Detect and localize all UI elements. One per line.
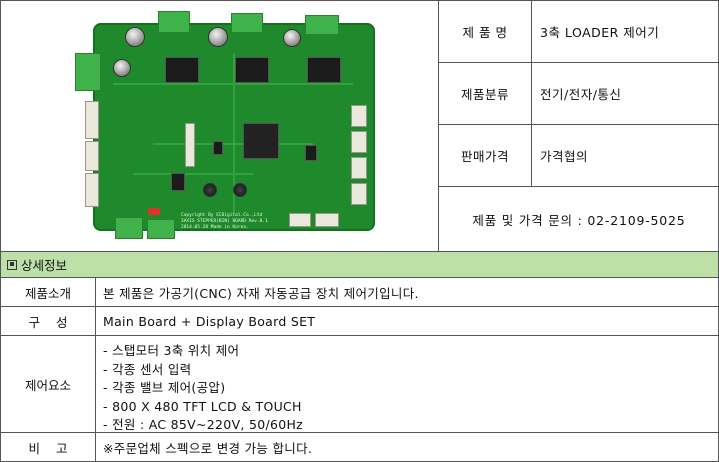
detail-section-header: 상세정보 bbox=[0, 251, 719, 278]
note-value: ※주문업체 스펙으로 변경 가능 합니다. bbox=[103, 440, 313, 456]
product-category-label: 제품분류 bbox=[439, 63, 532, 124]
control-elements-label: 제어요소 bbox=[1, 336, 96, 432]
intro-value: 본 제품은 가공기(CNC) 자재 자동공급 장치 제어기입니다. bbox=[103, 285, 419, 301]
product-name-value: 3축 LOADER 제어기 bbox=[540, 25, 660, 40]
list-item: - 전원 : AC 85V~220V, 50/60Hz bbox=[103, 417, 304, 432]
list-item: - 각종 센서 입력 bbox=[103, 361, 192, 377]
section-square-icon bbox=[7, 259, 17, 270]
list-item: - 각종 밸브 제어(공압) bbox=[103, 380, 226, 395]
intro-label: 제품소개 bbox=[1, 278, 96, 306]
config-row: 구 성 Main Board + Display Board SET bbox=[0, 307, 719, 336]
board-silkscreen-line1: Copyright By ECDigital.Co.,Ltd bbox=[181, 213, 263, 218]
product-name-row: 제 품 명 3축 LOADER 제어기 bbox=[439, 1, 719, 63]
product-price-value: 가격협의 bbox=[540, 149, 589, 164]
intro-row: 제품소개 본 제품은 가공기(CNC) 자재 자동공급 장치 제어기입니다. bbox=[0, 278, 719, 307]
control-elements-row: 제어요소 - 스탭모터 3축 위치 제어 - 각종 센서 입력 - 각종 밸브 … bbox=[0, 336, 719, 433]
product-name-label: 제 품 명 bbox=[439, 1, 532, 62]
note-row: 비 고 ※주문업체 스펙으로 변경 가능 합니다. bbox=[0, 433, 719, 462]
product-category-row: 제품분류 전기/전자/통신 bbox=[439, 63, 719, 125]
board-silkscreen-line2: 3AXIS STEPPER(BIN) BOARD Rev.0.1 bbox=[181, 219, 268, 224]
list-item: - 스탭모터 3축 위치 제어 bbox=[103, 343, 240, 358]
board-silkscreen-line3: 2014.05.20 Made in Korea. bbox=[181, 225, 249, 230]
note-label: 비 고 bbox=[1, 433, 96, 461]
list-item: - 800 X 480 TFT LCD & TOUCH bbox=[103, 398, 302, 414]
config-value: Main Board + Display Board SET bbox=[103, 313, 316, 329]
product-photo-cell: Copyright By ECDigital.Co.,Ltd 3AXIS STE… bbox=[0, 0, 439, 251]
product-price-label: 판매가격 bbox=[439, 125, 532, 186]
contact-info: 제품 및 가격 문의 : 02-2109-5025 bbox=[472, 213, 686, 228]
product-info-grid: 제 품 명 3축 LOADER 제어기 제품분류 전기/전자/통신 판매가격 가… bbox=[439, 0, 719, 251]
control-elements-list: - 스탭모터 3축 위치 제어 - 각종 센서 입력 - 각종 밸브 제어(공압… bbox=[96, 336, 718, 432]
product-price-row: 판매가격 가격협의 bbox=[439, 125, 719, 187]
product-category-value: 전기/전자/통신 bbox=[540, 87, 622, 102]
config-label: 구 성 bbox=[1, 307, 96, 335]
section-title: 상세정보 bbox=[21, 258, 68, 273]
product-board-image: Copyright By ECDigital.Co.,Ltd 3AXIS STE… bbox=[75, 11, 375, 239]
